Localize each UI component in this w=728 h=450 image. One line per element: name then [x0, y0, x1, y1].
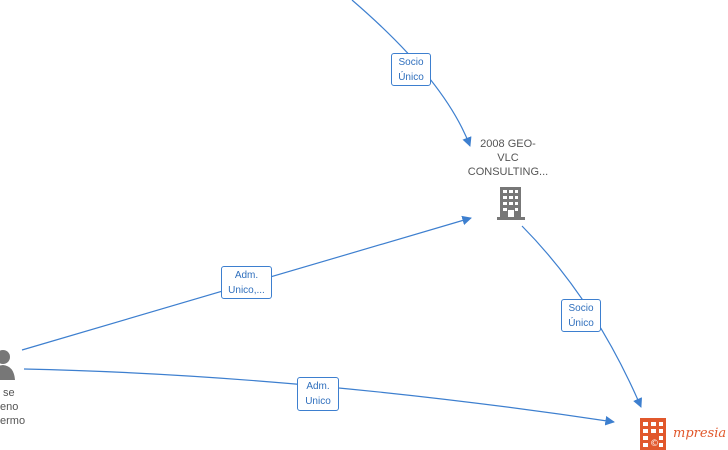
empresia-building-icon: © [640, 418, 666, 450]
edge-label-adm-unico-ellipsis[interactable]: Adm. Unico,... [221, 266, 272, 299]
empresia-wordmark: mpresia [673, 425, 727, 441]
company-node-label[interactable]: 2008 GEO- VLC CONSULTING... [467, 138, 549, 178]
empresia-logo: © mpresia [640, 416, 726, 450]
svg-text:©: © [650, 439, 659, 449]
person-icon[interactable] [0, 350, 15, 380]
edge-label-socio-bottom[interactable]: Socio Único [561, 299, 601, 332]
person-node-label[interactable]: se eno ermo [0, 387, 26, 427]
edge-label-adm-unico[interactable]: Adm. Unico [297, 377, 339, 411]
edge-label-socio-top[interactable]: Socio Único [391, 53, 431, 86]
building-icon[interactable] [497, 187, 525, 220]
